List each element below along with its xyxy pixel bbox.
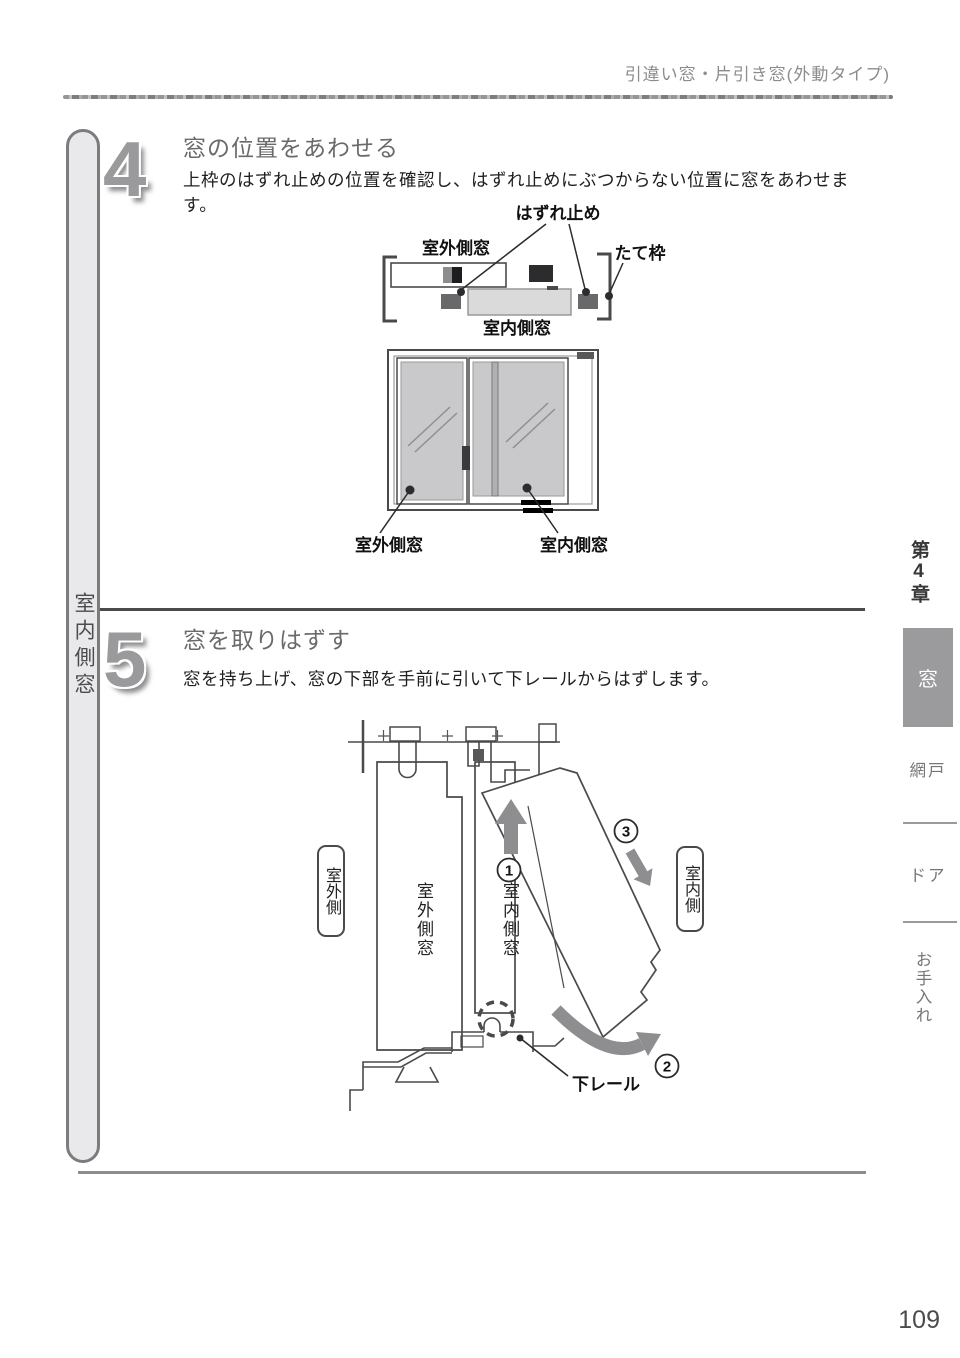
bottom-rule: [78, 1171, 866, 1174]
circled-steps: 1 3 2: [496, 818, 680, 1079]
mullion: [491, 361, 499, 497]
label-vertical-frame: たて枠: [615, 244, 666, 263]
chapter-label: 第4章: [908, 540, 929, 605]
step-divider: [100, 608, 865, 611]
tab-window-label: 窓: [918, 669, 938, 691]
front-label-outer: 室外側窓: [355, 535, 423, 555]
step5-number: 5: [103, 615, 147, 703]
tab-divider-1: [903, 822, 957, 824]
page-header: 引違い窓・片引き窓(外動タイプ): [624, 65, 890, 84]
glass-reflections: [407, 402, 556, 453]
frame-latch: [577, 352, 594, 359]
section-side-bar-label: 室内側窓: [72, 592, 95, 700]
circled-2: 2: [663, 1059, 671, 1076]
step4-body: 上枠のはずれ止めの位置を確認し、はずれ止めにぶつからない位置に窓をあわせます。: [183, 170, 849, 215]
front-frame: [387, 349, 599, 511]
page-number: 109: [898, 1306, 940, 1334]
circled-1: 1: [505, 863, 513, 880]
label-outer-window: 室外側窓: [422, 238, 490, 258]
leader-lines: [460, 223, 624, 293]
interlock-block: [473, 749, 484, 761]
diagram-top-view: はずれ止め 室外側窓 たて枠 室内側窓: [382, 203, 666, 338]
leader-dots: [457, 288, 613, 300]
rail-leader-dot: [516, 1034, 524, 1042]
step4-number: 4: [103, 125, 147, 213]
swing-arrow-head: [636, 1032, 661, 1056]
right-frame-bracket: [597, 252, 612, 321]
front-label-inner: 室内側窓: [540, 535, 608, 555]
outer-glass: [400, 361, 464, 501]
pull-out-arrow: [625, 848, 653, 886]
tab-maintenance[interactable]: お手入れ: [913, 951, 931, 1025]
diagram-cross-section: 下レール 1 3 2: [348, 720, 680, 1111]
inner-window-shape: [467, 288, 572, 316]
top-view-frame: [382, 252, 612, 323]
label-inner-window-panel: 室内側窓: [500, 882, 519, 958]
alignment-marks: [378, 730, 503, 741]
front-leader-dots: [405, 483, 532, 495]
label-outer-window-panel: 室外側窓: [414, 882, 433, 958]
handle: [462, 446, 470, 470]
rail-leader-line: [519, 1037, 569, 1077]
label-stopper: はずれ止め: [516, 203, 601, 223]
tab-door[interactable]: ドア: [909, 867, 947, 885]
tag-inside: 室内側: [676, 846, 704, 932]
section-side-bar: 室内側窓: [66, 129, 100, 1163]
tab-screen[interactable]: 網戸: [909, 762, 947, 780]
step5-body: 窓を持ち上げ、窓の下部を手前に引いて下レールからはずします。: [183, 669, 720, 689]
left-frame-bracket: [382, 255, 397, 323]
rail-dashes: [521, 500, 553, 513]
inner-glass: [472, 361, 565, 497]
outer-window-panel: [376, 761, 463, 1051]
tab-window[interactable]: 窓: [903, 628, 953, 727]
lift-up-arrow: [495, 799, 527, 854]
circled-3: 3: [622, 824, 630, 841]
swing-arrow-curve: [551, 1005, 646, 1056]
step4-title: 窓の位置をあわせる: [183, 135, 399, 161]
header-rule: [63, 95, 893, 99]
tilted-panel: [480, 767, 661, 1039]
label-inner-window: 室内側窓: [483, 318, 551, 338]
motion-arrows: [495, 799, 661, 1056]
step5-title: 窓を取りはずす: [183, 627, 351, 653]
label-lower-rail: 下レール: [572, 1075, 640, 1094]
front-leader-lines: [379, 487, 559, 534]
stopper-blocks: [441, 265, 598, 309]
tag-outside: 室外側: [317, 845, 345, 937]
tab-divider-2: [903, 921, 957, 923]
diagram-front-view: 室外側窓 室内側窓: [355, 349, 608, 555]
bottom-sill: [349, 1017, 565, 1111]
tilted-panel-inner-line: [527, 805, 565, 989]
pivot-dashed-circle: [477, 1000, 515, 1038]
